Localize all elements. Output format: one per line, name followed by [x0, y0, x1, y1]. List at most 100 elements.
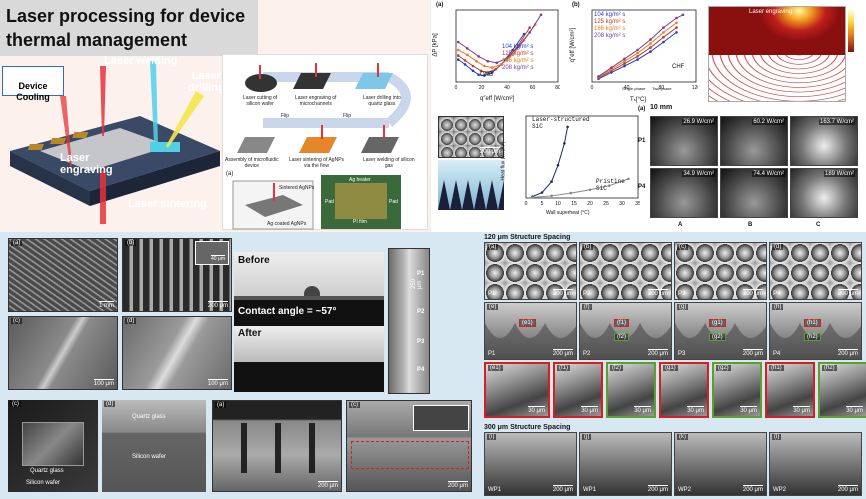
- contour-title: Laser engraving: [749, 9, 793, 15]
- flow-step4: Assembly of microfluidic device: [225, 157, 279, 169]
- boiling-photo: 60.2 W/cm²: [720, 116, 788, 166]
- grid-wp-2-scale: 200 μm: [742, 485, 763, 493]
- sem-c-scale: 100 μm: [93, 379, 114, 387]
- plot-b-point: [597, 75, 600, 78]
- plot-a-point: [483, 64, 486, 68]
- plot-a-point: [456, 58, 460, 61]
- flow-step6: Laser welding of silicon gas: [363, 157, 415, 169]
- sic-point: [550, 180, 553, 183]
- grid-zoom-3-scale: 30 μm: [687, 406, 704, 414]
- grid-cross-3-sample: P4: [773, 351, 781, 357]
- sem-p-scale: 250 μm: [411, 278, 423, 289]
- plot-b-point: [662, 31, 665, 34]
- device-quartz-label: Quartz glass: [30, 468, 64, 474]
- flow-step2: Laser engraving of microchannels: [295, 95, 337, 107]
- sic-series-1: [532, 178, 629, 198]
- sic-xtick: 0: [525, 201, 528, 206]
- device-silicon-label: Silicon wafer: [26, 480, 61, 486]
- grid-cross-0-label: (e): [487, 304, 499, 310]
- grid-top-2-scale: 200 μm: [742, 289, 763, 297]
- flow-flip1: Flip: [281, 113, 290, 119]
- plot-b-point: [675, 31, 678, 34]
- plot-b-canvas: 04080120: [591, 9, 698, 90]
- plot-a-xtick: 40: [504, 85, 510, 90]
- plot-a-point: [539, 13, 543, 17]
- flow-panel-a: (a): [226, 171, 234, 177]
- plot-a-point: [456, 48, 460, 52]
- device-cooling-label: Device Cooling: [16, 81, 50, 102]
- plot-b-point: [636, 48, 639, 52]
- sem-channel-a-grooves: [241, 423, 315, 473]
- sem-b-label: (b): [125, 240, 137, 246]
- plot-a-point: [490, 71, 494, 74]
- laser-schematic: [10, 61, 220, 224]
- grid-zoom-5: (h1)30 μm: [765, 362, 815, 418]
- sem-b-scale: 200 μm: [207, 301, 228, 309]
- grid-wp-3-scale: 200 μm: [837, 485, 858, 493]
- plot-b-xtick: 0: [591, 85, 594, 90]
- plot-b-two: Two-phase: [652, 86, 672, 91]
- laser-drilling-label: Laser drilling: [188, 70, 225, 94]
- plot-b-series-3: [598, 14, 684, 77]
- contour-map: Laser engraving: [708, 6, 846, 102]
- plot-b-point: [623, 59, 626, 63]
- plot-a-point: [505, 56, 509, 60]
- sem-channel-a-scale: 200 μm: [317, 481, 338, 489]
- droplet: [304, 286, 320, 296]
- grid-top-0-label: (a): [487, 244, 499, 250]
- contact-angle-text: Contact angle = ~57°: [238, 306, 337, 317]
- right-grid: 120 μm Structure Spacing 300 μm Structur…: [482, 234, 866, 499]
- plot-a-frame: [455, 9, 559, 83]
- plot-a-legend-3: 166 kg/m² s: [502, 58, 534, 64]
- sem-channel-c-label: (c): [349, 402, 360, 408]
- sic-laser-label: Laser-structured SiC: [532, 116, 590, 130]
- sem-d: (d) 100 μm: [122, 316, 232, 390]
- grid-cross-2-trench: [675, 323, 766, 359]
- grid-cross-1-profile: [580, 323, 671, 359]
- plot-a-point: [456, 40, 460, 44]
- plot-b-point: [610, 66, 613, 69]
- sem-p4: P4: [417, 367, 425, 373]
- sic-point: [563, 142, 566, 145]
- sem-b: (b) 200 μm 40 μm: [122, 238, 232, 312]
- plot-b-point: [636, 51, 639, 55]
- boiling-flux-label: 189 W/cm²: [823, 171, 855, 177]
- boiling-col-c: C: [816, 222, 821, 228]
- grid-cross-0-trench: [485, 323, 576, 359]
- sic-schematic: [438, 160, 504, 210]
- sic-point: [627, 177, 630, 181]
- grid-zoom-5-scale: 30 μm: [793, 406, 810, 414]
- sem-c: (c) 100 μm: [8, 316, 118, 390]
- boiling-flux-label: 60.2 W/cm²: [752, 119, 785, 125]
- grid-top-2-label: (c): [677, 244, 688, 250]
- plot-a-onb: ONB: [480, 72, 494, 78]
- plot-b-point: [662, 26, 665, 29]
- grid-top-1-scale: 200 μm: [647, 289, 668, 297]
- boiling-flux-label: 26.9 W/cm²: [682, 119, 715, 125]
- plot-b: (b) q″eff [W/cm²] Tₛ[°C] 04080120 104 kg…: [568, 2, 702, 106]
- before-baseline: [234, 296, 384, 300]
- plot-a-point: [463, 63, 467, 66]
- plot-b-legend: 104 kg/m² s 125 kg/m² s 166 kg/m² s 208 …: [594, 12, 625, 40]
- grid-wp-3-label: (l): [772, 434, 782, 440]
- flow-agcoated: Ag coated AgNPs: [267, 221, 307, 227]
- plot-b-point: [662, 40, 665, 44]
- grid-cross-1-scale: 200 μm: [647, 349, 668, 357]
- sem-d-label: (d): [125, 318, 137, 324]
- laser-engraving-label: Laser engraving: [60, 152, 113, 176]
- grid-zoom-1: (f1)30 μm: [553, 362, 603, 418]
- grid-cross-0-box1: (e1): [519, 319, 536, 327]
- plot-b-point: [675, 21, 678, 25]
- plot-a-ylabel: ΔP [kPa]: [432, 33, 439, 57]
- grid-top-3-scale: 200 μm: [837, 289, 858, 297]
- grid-zoom-0-label: (e1): [488, 365, 503, 371]
- title-box: Laser processing for device thermal mana…: [0, 0, 258, 56]
- plot-a-legend-2: 125 kg/m² s: [502, 51, 534, 57]
- sic-spikes: [438, 180, 504, 210]
